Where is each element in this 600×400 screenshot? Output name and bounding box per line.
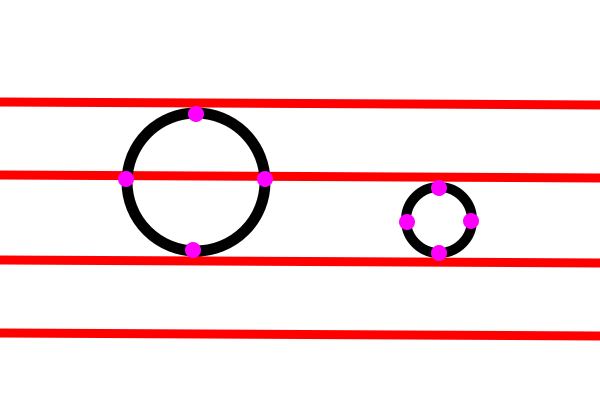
large-circle-right-point xyxy=(257,171,273,187)
small-circle-top-point xyxy=(431,180,447,196)
large-circle-bottom-point xyxy=(185,242,201,258)
small-circle-left-point xyxy=(399,214,415,230)
small-circle-right-point xyxy=(463,213,479,229)
small-circle-bottom-point xyxy=(431,245,447,261)
horizontal-line-3 xyxy=(0,255,600,268)
horizontal-line-4 xyxy=(0,328,600,341)
horizontal-line-1 xyxy=(0,97,600,110)
small-circle-group xyxy=(399,180,479,261)
large-circle-top-point xyxy=(188,106,204,122)
horizontal-lines xyxy=(0,97,600,341)
large-circle-group xyxy=(118,106,273,258)
horizontal-line-2 xyxy=(0,170,600,183)
large-circle-left-point xyxy=(118,171,134,187)
